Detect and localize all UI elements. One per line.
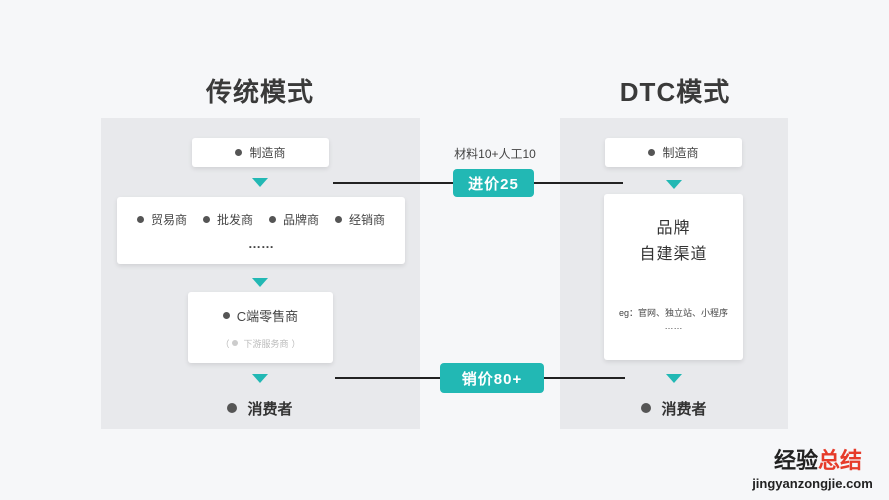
brand-channel-ellipsis: …… — [664, 321, 683, 331]
dtc-manufacturer-card: 制造商 — [605, 138, 742, 167]
bullet-icon — [202, 215, 210, 223]
downstream-note: （ 下游服务商 ） — [220, 338, 301, 349]
arrow-down-icon — [666, 180, 682, 189]
bullet-icon — [136, 215, 144, 223]
arrow-down-icon — [252, 278, 268, 287]
watermark-url: jingyanzongjie.com — [752, 476, 873, 491]
watermark-logo: 经验总结 — [773, 448, 863, 473]
brand-channel-card: 品牌 自建渠道 eg：官网、独立站、小程序 …… — [604, 194, 743, 360]
middlemen-ellipsis: …… — [248, 235, 274, 251]
bullet-icon — [235, 149, 243, 156]
middleman-item: 批发商 — [202, 211, 253, 228]
middlemen-card: 贸易商 批发商 品牌商 经销商 …… — [117, 197, 405, 264]
retailer-card: C端零售商 （ 下游服务商 ） — [188, 292, 333, 363]
brand-channel-line2: 自建渠道 — [639, 246, 708, 263]
bullet-icon — [648, 149, 656, 156]
traditional-title: 传统模式 — [205, 77, 314, 107]
middleman-item: 贸易商 — [136, 211, 187, 228]
dtc-manufacturer-label: 制造商 — [662, 146, 699, 160]
dtc-title: DTC模式 — [619, 77, 731, 107]
purchase-price-badge: 进价25 — [453, 169, 534, 197]
middleman-item: 经销商 — [335, 211, 385, 228]
bullet-icon — [269, 215, 276, 223]
dtc-consumer: 消费者 — [624, 397, 724, 419]
arrow-down-icon — [252, 178, 268, 187]
brand-channel-line1: 品牌 — [656, 220, 691, 237]
traditional-manufacturer-label: 制造商 — [249, 146, 286, 160]
cost-label: 材料10+人工10 — [454, 147, 536, 161]
traditional-manufacturer-card: 制造商 — [192, 138, 329, 167]
bullet-icon — [232, 340, 239, 346]
retailer-label: C端零售商 — [236, 308, 299, 324]
brand-channel-examples: eg：官网、独立站、小程序 — [618, 308, 728, 318]
arrow-down-icon — [252, 374, 268, 383]
arrow-down-icon — [666, 374, 682, 383]
bullet-icon — [227, 403, 238, 413]
bullet-icon — [641, 403, 652, 413]
middleman-item: 品牌商 — [269, 211, 319, 228]
sale-price-badge: 销价80+ — [440, 363, 544, 393]
bullet-icon — [335, 215, 343, 223]
bullet-icon — [222, 311, 230, 319]
traditional-consumer: 消费者 — [210, 397, 310, 419]
